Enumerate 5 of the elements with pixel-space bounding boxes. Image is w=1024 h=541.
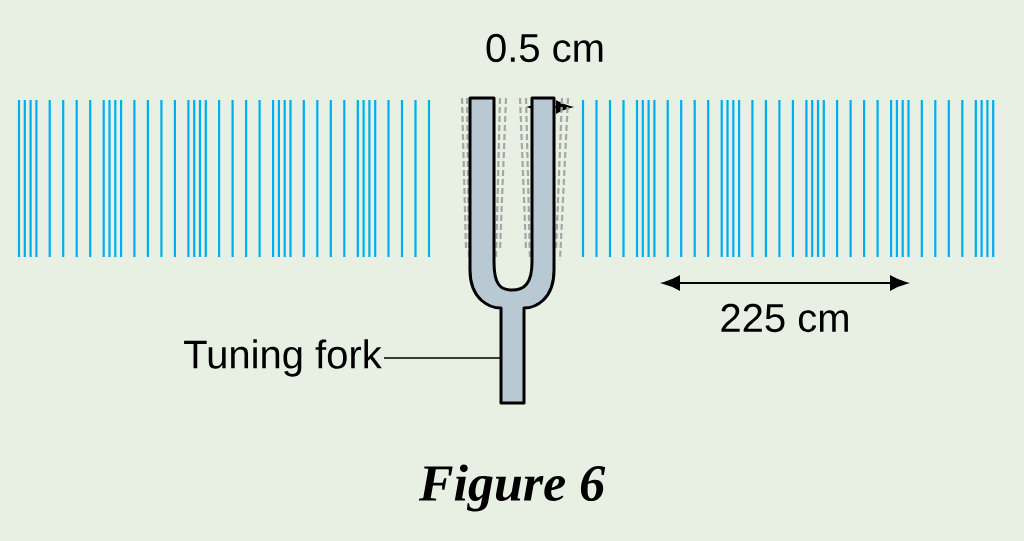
figure-caption: Figure 6 (418, 464, 606, 512)
leader-line (383, 357, 501, 359)
tuning-fork-drawing (460, 96, 570, 405)
dimension-label: 225 cm (721, 303, 848, 333)
part-label: Tuning fork (184, 339, 382, 377)
